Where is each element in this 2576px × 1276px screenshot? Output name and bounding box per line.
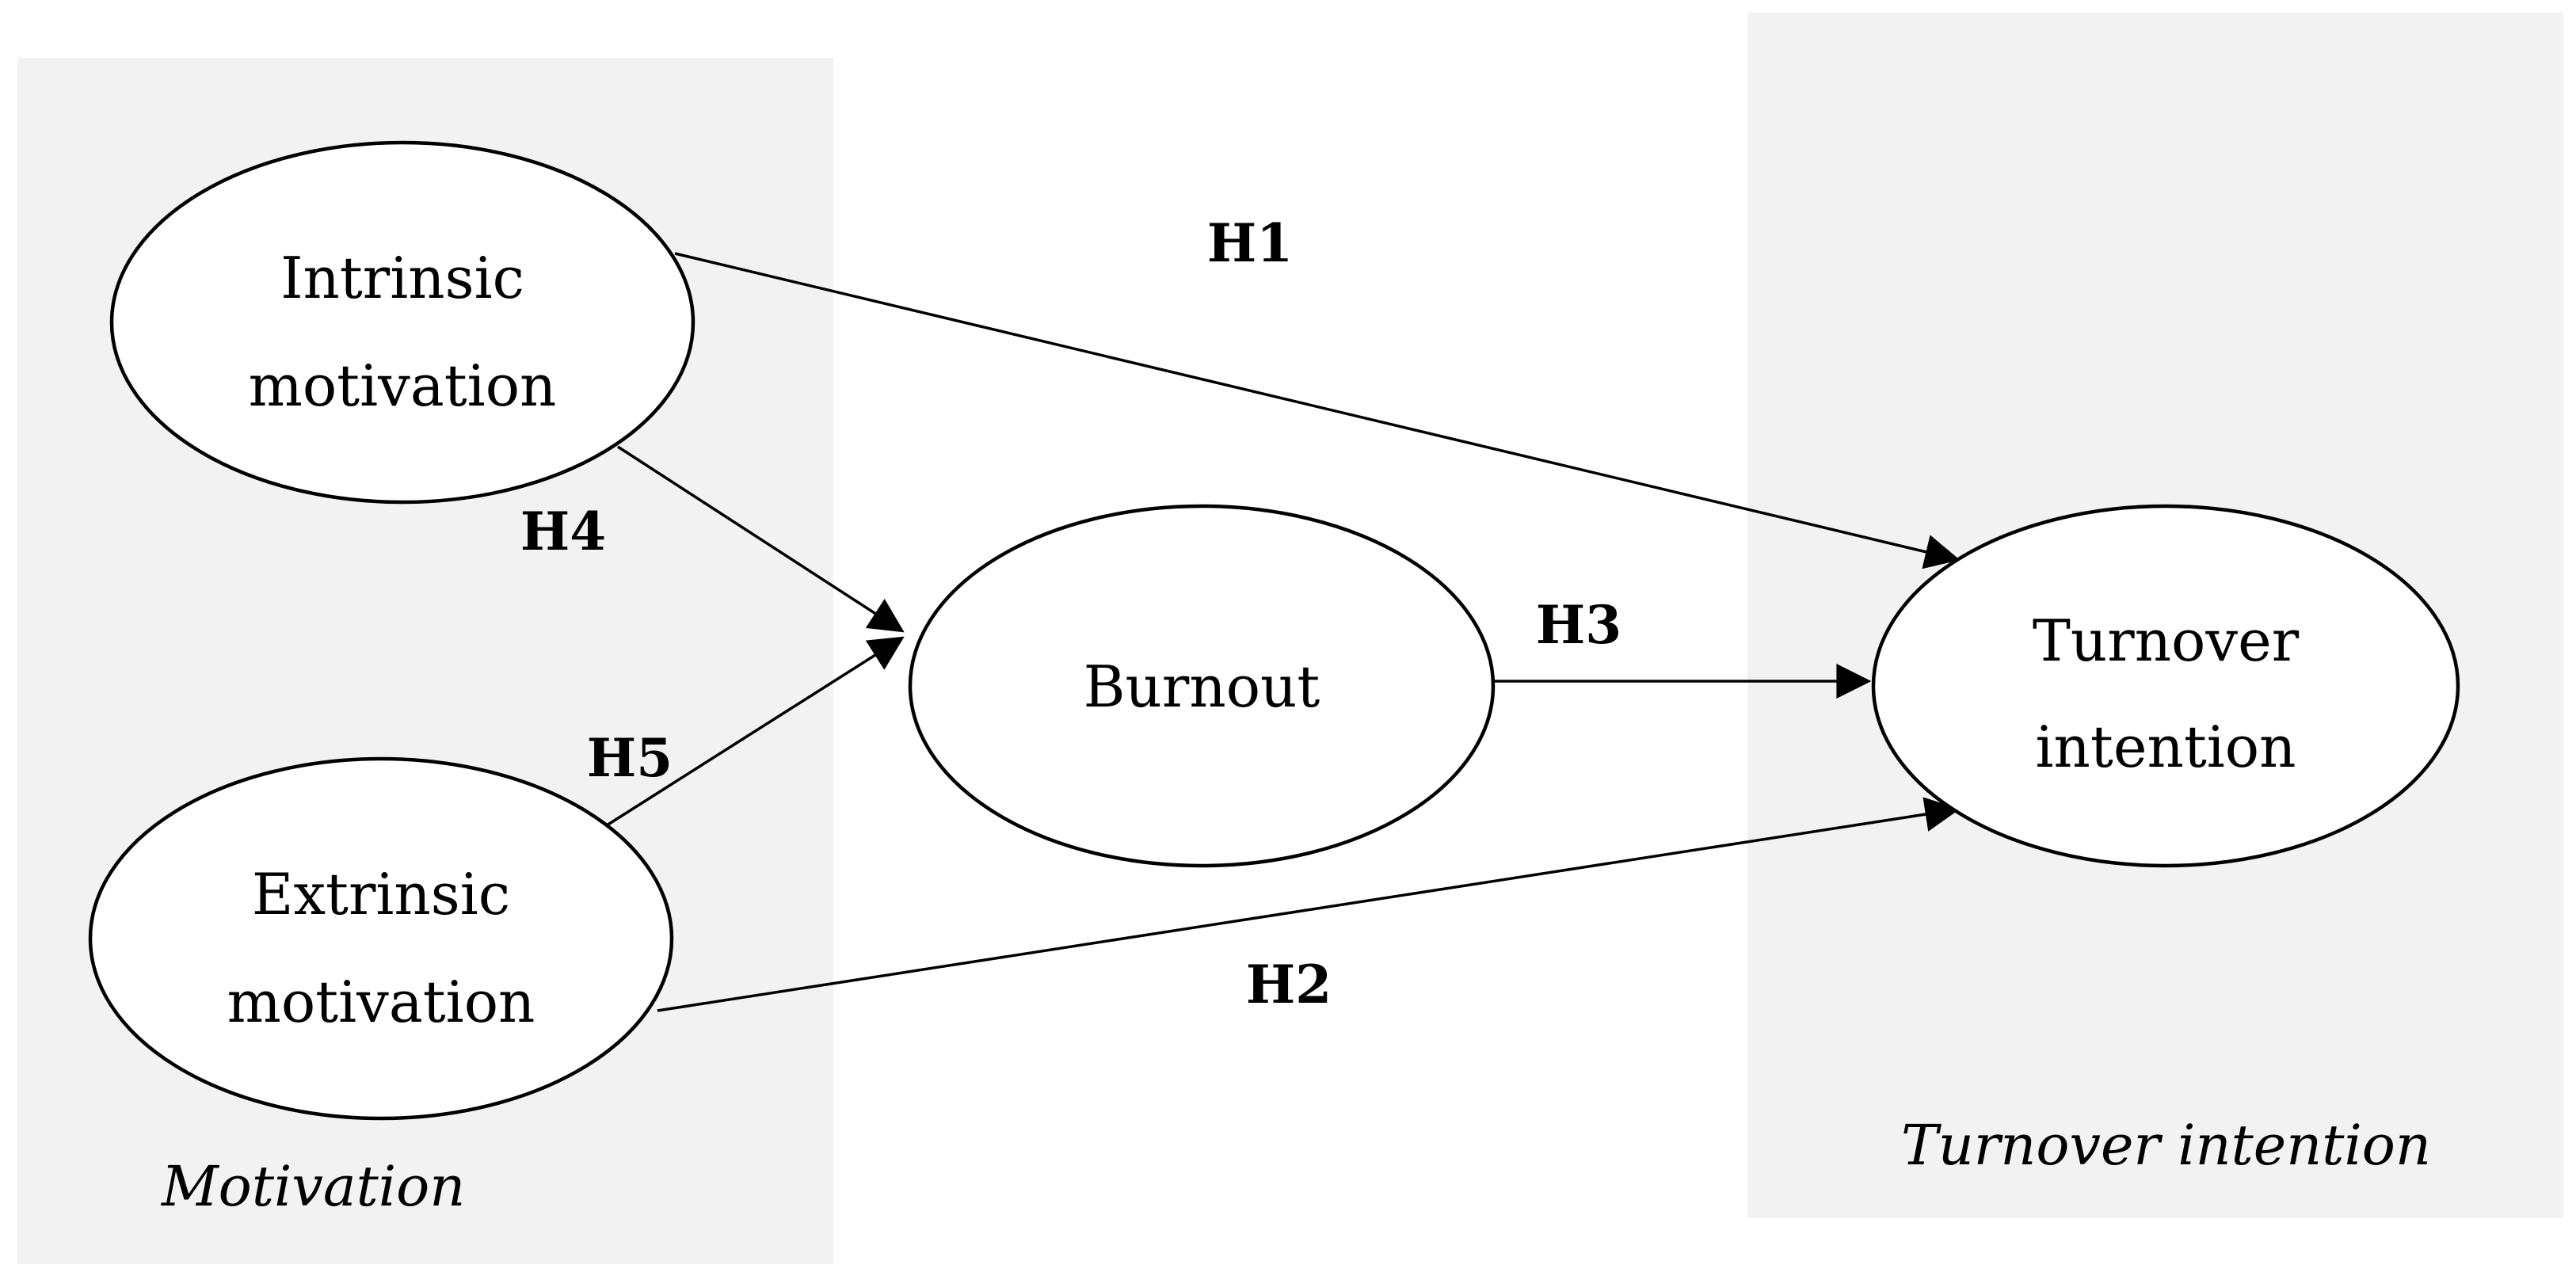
intrinsic-line1: Intrinsic [280, 245, 524, 311]
intrinsic-motivation-node: Intrinsic motivation [109, 140, 695, 505]
h3-label: H3 [1536, 594, 1621, 656]
turnover-panel-label: Turnover intention [1901, 1113, 2431, 1178]
turnover-line2: intention [2036, 714, 2296, 780]
h1-arrow [674, 252, 1961, 569]
intrinsic-line2: motivation [249, 352, 557, 419]
burnout-node: Burnout [908, 504, 1496, 868]
h5-label: H5 [587, 727, 673, 789]
burnout-label: Burnout [1084, 653, 1320, 720]
h4-arrow [617, 445, 905, 633]
h4-label: H4 [520, 501, 606, 562]
extrinsic-motivation-node: Extrinsic motivation [88, 756, 674, 1121]
extrinsic-line2: motivation [227, 969, 535, 1035]
extrinsic-line1: Extrinsic [252, 861, 510, 927]
turnover-line1: Turnover [2033, 608, 2300, 674]
h2-arrow [657, 797, 1961, 1012]
h1-label: H1 [1207, 212, 1293, 274]
h2-label: H2 [1246, 954, 1332, 1015]
turnover-intention-node: Turnover intention [1871, 504, 2460, 868]
h5-arrow [606, 636, 905, 827]
motivation-panel-label: Motivation [160, 1154, 465, 1219]
